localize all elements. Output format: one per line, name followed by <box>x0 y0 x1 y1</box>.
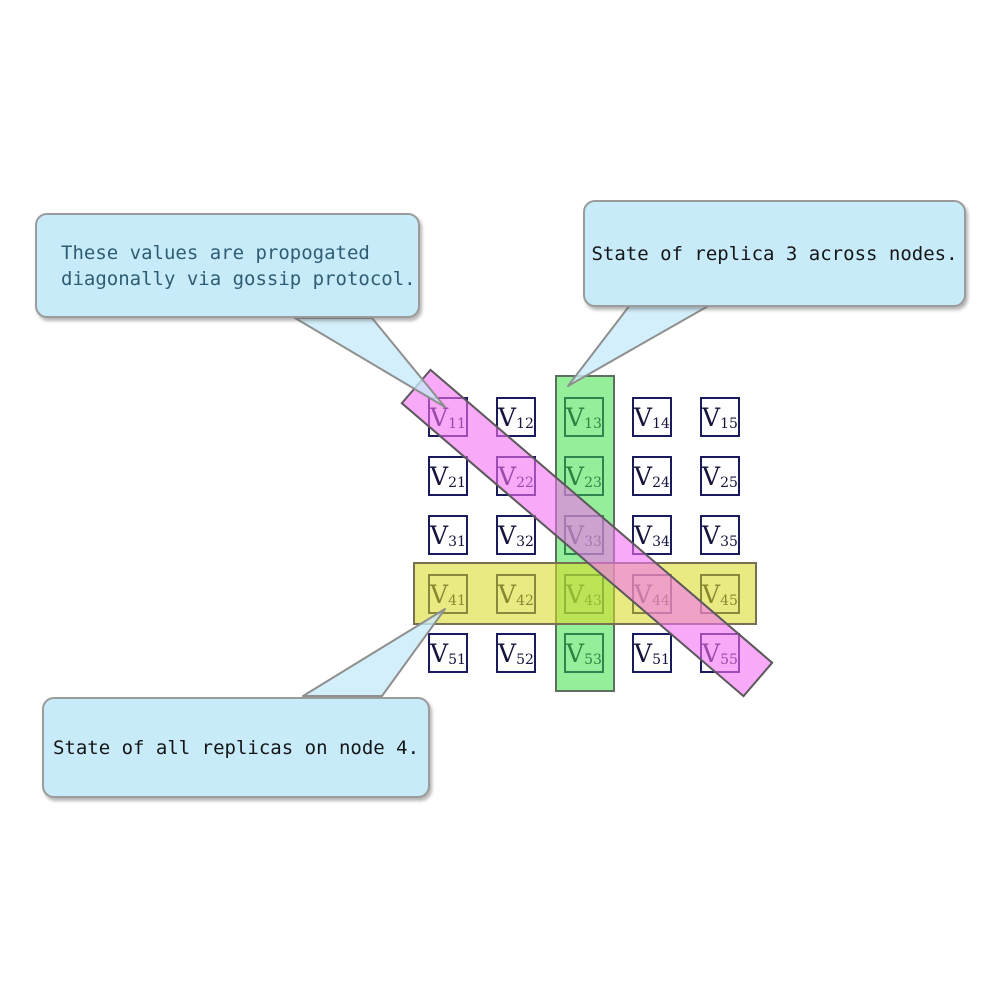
replica-callout-line1: State of replica 3 across nodes. <box>591 242 958 265</box>
replica-callout: State of replica 3 across nodes. <box>583 200 966 307</box>
replica-callout-tail <box>567 304 711 387</box>
gossip-callout-line2: diagonally via gossip protocol. <box>61 267 416 290</box>
gossip-callout-line1: These values are propogated <box>61 241 370 264</box>
gossip-callout: These values are propogated diagonally v… <box>35 213 420 318</box>
node4-callout: State of all replicas on node 4. <box>42 697 430 798</box>
node4-callout-line1: State of all replicas on node 4. <box>52 736 420 759</box>
